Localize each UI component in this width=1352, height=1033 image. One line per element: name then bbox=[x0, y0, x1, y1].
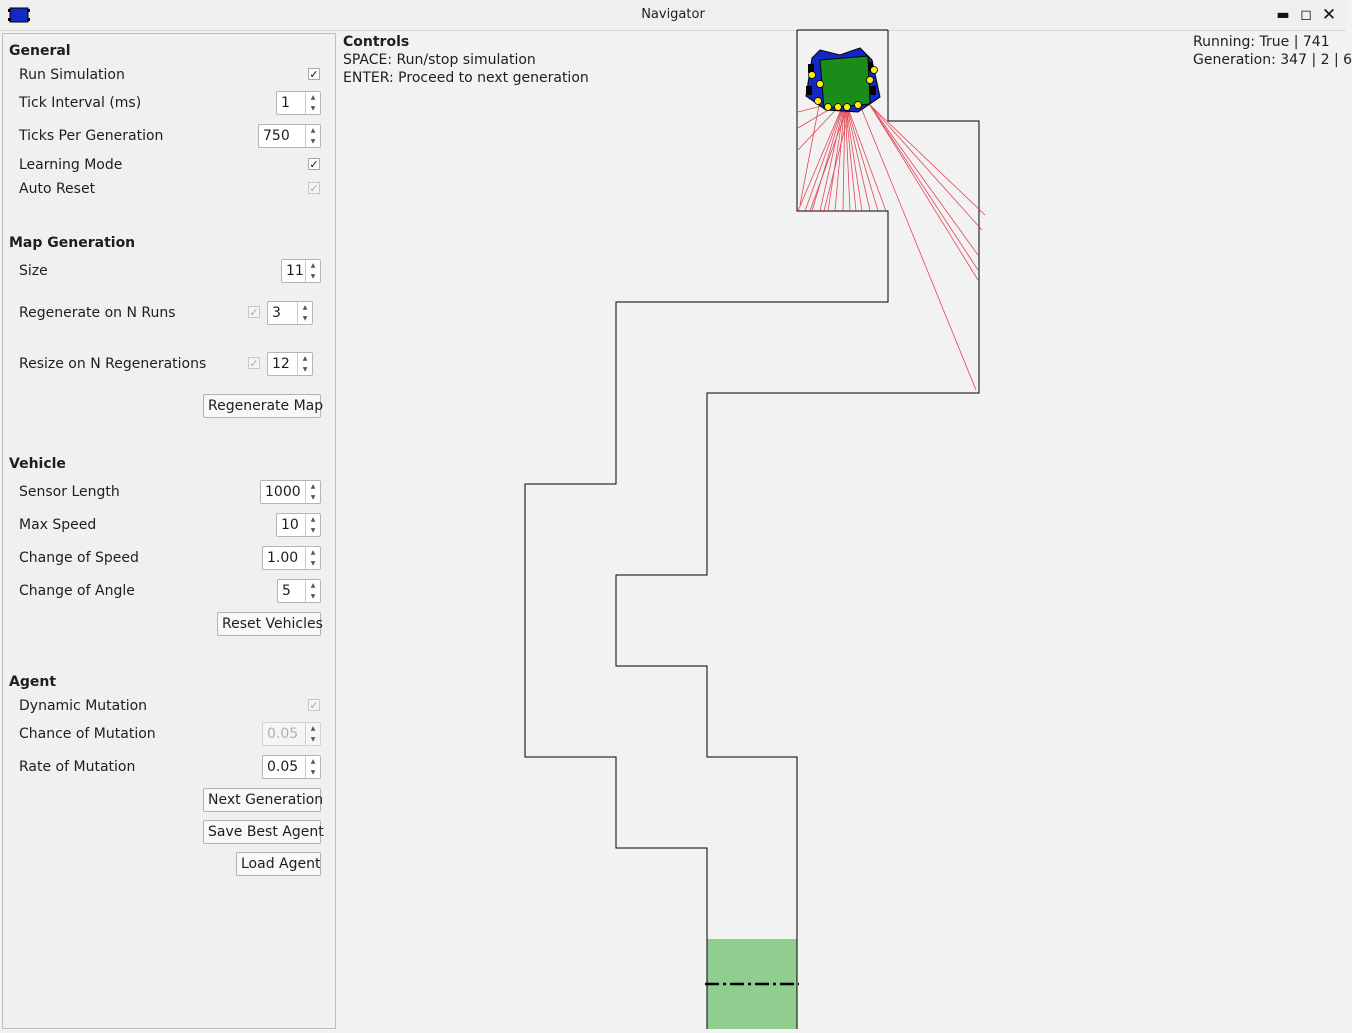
run-simulation-checkbox[interactable]: ✓ bbox=[308, 67, 320, 81]
controls-enter-hint: ENTER: Proceed to next generation bbox=[343, 70, 589, 86]
spin-down-icon[interactable]: ▼ bbox=[310, 494, 316, 501]
sensor-length-spinbox[interactable]: 1000 ▲ ▼ bbox=[260, 480, 321, 504]
spin-up-icon[interactable]: ▲ bbox=[310, 94, 316, 101]
chance-of-mutation-spinbox[interactable]: 0.05 ▲ ▼ bbox=[262, 722, 321, 746]
regenerate-map-button[interactable]: Regenerate Map bbox=[203, 394, 323, 418]
ticks-per-generation-label: Ticks Per Generation bbox=[19, 128, 164, 144]
spin-up-icon[interactable]: ▲ bbox=[302, 355, 308, 362]
ticks-per-generation-value: 750 bbox=[263, 128, 290, 144]
sensor-length-label: Sensor Length bbox=[19, 484, 120, 500]
window-title: Navigator bbox=[641, 7, 705, 22]
spin-up-icon[interactable]: ▲ bbox=[310, 483, 316, 490]
regenerate-runs-label: Regenerate on N Runs bbox=[19, 305, 176, 321]
section-map-generation-heading: Map Generation bbox=[9, 235, 136, 251]
next-generation-button[interactable]: Next Generation bbox=[203, 788, 323, 812]
spin-up-icon[interactable]: ▲ bbox=[310, 516, 316, 523]
spin-down-icon[interactable]: ▼ bbox=[310, 560, 316, 567]
rate-of-mutation-label: Rate of Mutation bbox=[19, 759, 136, 775]
close-icon[interactable]: ✕ bbox=[1321, 5, 1337, 25]
spin-up-icon[interactable]: ▲ bbox=[310, 758, 316, 765]
spin-down-icon[interactable]: ▼ bbox=[302, 315, 308, 322]
spin-down-icon[interactable]: ▼ bbox=[310, 736, 316, 743]
vehicle-app-icon bbox=[8, 7, 30, 23]
change-of-speed-spinbox[interactable]: 1.00 ▲ ▼ bbox=[262, 546, 321, 570]
spin-down-icon[interactable]: ▼ bbox=[302, 366, 308, 373]
change-of-angle-spinbox[interactable]: 5 ▲ ▼ bbox=[277, 579, 321, 603]
spin-down-icon[interactable]: ▼ bbox=[310, 105, 316, 112]
run-simulation-label: Run Simulation bbox=[19, 67, 125, 83]
reset-vehicles-button[interactable]: Reset Vehicles bbox=[217, 612, 323, 636]
generation-status: Generation: 347 | 2 | 6 bbox=[1193, 52, 1352, 68]
spin-up-icon[interactable]: ▲ bbox=[310, 725, 316, 732]
learning-mode-label: Learning Mode bbox=[19, 157, 123, 173]
auto-reset-checkbox[interactable]: ✓ bbox=[308, 181, 320, 195]
section-agent-heading: Agent bbox=[9, 674, 57, 690]
change-of-angle-label: Change of Angle bbox=[19, 583, 135, 599]
regenerate-runs-value: 3 bbox=[272, 305, 281, 321]
resize-regenerations-value: 12 bbox=[272, 356, 290, 372]
regenerate-runs-spinbox[interactable]: 3 ▲ ▼ bbox=[267, 301, 313, 325]
change-of-angle-value: 5 bbox=[282, 583, 291, 599]
spin-down-icon[interactable]: ▼ bbox=[310, 527, 316, 534]
controls-title: Controls bbox=[343, 34, 410, 50]
size-label: Size bbox=[19, 263, 48, 279]
spin-down-icon[interactable]: ▼ bbox=[310, 273, 316, 280]
spin-up-icon[interactable]: ▲ bbox=[310, 262, 316, 269]
rate-of-mutation-spinbox[interactable]: 0.05 ▲ ▼ bbox=[262, 755, 321, 779]
spin-up-icon[interactable]: ▲ bbox=[310, 549, 316, 556]
resize-regenerations-checkbox[interactable]: ✓ bbox=[248, 356, 260, 370]
title-bar: Navigator ▬ ◻ ✕ bbox=[0, 0, 1346, 31]
maximize-icon[interactable]: ◻ bbox=[1300, 7, 1312, 23]
tick-interval-label: Tick Interval (ms) bbox=[19, 95, 142, 111]
sensor-length-value: 1000 bbox=[265, 484, 301, 500]
tick-interval-spinbox[interactable]: 1 ▲ ▼ bbox=[276, 91, 321, 115]
left-wall bbox=[524, 30, 889, 1029]
chance-of-mutation-label: Chance of Mutation bbox=[19, 726, 156, 742]
sensor-rays bbox=[797, 99, 986, 391]
resize-regenerations-spinbox[interactable]: 12 ▲ ▼ bbox=[267, 352, 313, 376]
ticks-per-generation-spinbox[interactable]: 750 ▲ ▼ bbox=[258, 124, 321, 148]
regenerate-runs-checkbox[interactable]: ✓ bbox=[248, 305, 260, 319]
section-vehicle-heading: Vehicle bbox=[9, 456, 66, 472]
settings-panel: General Run Simulation ✓ Tick Interval (… bbox=[2, 33, 336, 1029]
vehicle-body bbox=[819, 55, 871, 109]
sensor-dots bbox=[808, 66, 878, 111]
load-agent-button[interactable]: Load Agent bbox=[236, 852, 321, 876]
change-of-speed-label: Change of Speed bbox=[19, 550, 139, 566]
spin-up-icon[interactable]: ▲ bbox=[310, 127, 316, 134]
size-spinbox[interactable]: 11 ▲ ▼ bbox=[281, 259, 321, 283]
section-general-heading: General bbox=[9, 43, 71, 59]
save-best-agent-button[interactable]: Save Best Agent bbox=[203, 820, 324, 844]
max-speed-spinbox[interactable]: 10 ▲ ▼ bbox=[276, 513, 321, 537]
running-status: Running: True | 741 bbox=[1193, 34, 1330, 50]
spin-down-icon[interactable]: ▼ bbox=[310, 769, 316, 776]
chance-of-mutation-value: 0.05 bbox=[267, 726, 299, 742]
learning-mode-checkbox[interactable]: ✓ bbox=[308, 157, 320, 171]
vehicle-group bbox=[805, 47, 881, 113]
change-of-speed-value: 1.00 bbox=[267, 550, 299, 566]
dynamic-mutation-checkbox[interactable]: ✓ bbox=[308, 698, 320, 712]
max-speed-value: 10 bbox=[281, 517, 299, 533]
track-walls bbox=[524, 29, 980, 1029]
auto-reset-label: Auto Reset bbox=[19, 181, 96, 197]
dynamic-mutation-label: Dynamic Mutation bbox=[19, 698, 148, 714]
resize-regenerations-label: Resize on N Regenerations bbox=[19, 356, 207, 372]
tick-interval-value: 1 bbox=[281, 95, 290, 111]
spin-down-icon[interactable]: ▼ bbox=[310, 593, 316, 600]
spin-up-icon[interactable]: ▲ bbox=[302, 304, 308, 311]
controls-space-hint: SPACE: Run/stop simulation bbox=[343, 52, 536, 68]
max-speed-label: Max Speed bbox=[19, 517, 97, 533]
spin-up-icon[interactable]: ▲ bbox=[310, 582, 316, 589]
minimize-icon[interactable]: ▬ bbox=[1276, 7, 1290, 23]
spin-down-icon[interactable]: ▼ bbox=[310, 138, 316, 145]
rate-of-mutation-value: 0.05 bbox=[267, 759, 299, 775]
right-wall bbox=[615, 30, 980, 1029]
size-value: 11 bbox=[286, 263, 304, 279]
